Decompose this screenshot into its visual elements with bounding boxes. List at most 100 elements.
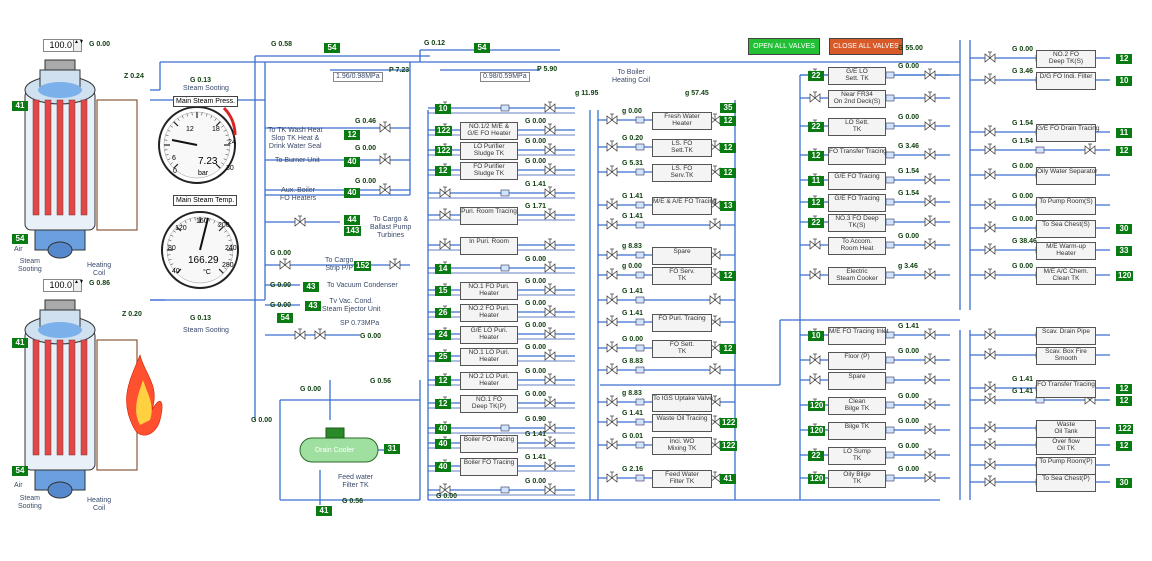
valve-icon[interactable] (984, 393, 996, 405)
col2-tag[interactable]: 12 (720, 143, 736, 153)
valve-icon[interactable] (544, 436, 556, 448)
valve-icon[interactable] (606, 218, 618, 230)
valve-icon[interactable] (984, 73, 996, 85)
valve-icon[interactable] (924, 373, 936, 385)
valve-icon[interactable] (984, 348, 996, 360)
left-user-tag[interactable]: 40 (344, 188, 360, 198)
valve-icon[interactable] (544, 327, 556, 339)
valve-icon[interactable] (544, 421, 556, 433)
steam-tag-54b[interactable]: 54 (474, 43, 490, 53)
valve-icon[interactable] (924, 398, 936, 410)
valve-icon[interactable] (439, 483, 451, 495)
valve-icon[interactable] (809, 238, 821, 250)
valve-icon[interactable] (544, 483, 556, 495)
valve-icon[interactable] (606, 198, 618, 210)
valve-icon[interactable] (544, 238, 556, 250)
valve-icon[interactable] (924, 353, 936, 365)
valve-icon[interactable] (439, 238, 451, 250)
valve-icon[interactable] (279, 258, 291, 270)
valve-icon[interactable] (924, 238, 936, 250)
valve-icon[interactable] (924, 448, 936, 460)
col4-tag[interactable]: 33 (1116, 246, 1132, 256)
valve-icon[interactable] (606, 363, 618, 375)
valve-icon[interactable] (984, 125, 996, 137)
col3-tag[interactable]: 12 (808, 151, 824, 161)
valve-icon[interactable] (984, 475, 996, 487)
left-user-tag[interactable]: 43 (303, 282, 319, 292)
col1-tag[interactable]: 12 (435, 399, 451, 409)
col1-tag[interactable]: 122 (435, 146, 453, 156)
valve-icon[interactable] (924, 119, 936, 131)
valve-icon[interactable] (439, 186, 451, 198)
col3-tag[interactable]: 120 (808, 401, 826, 411)
valve-icon[interactable] (924, 195, 936, 207)
valve-icon[interactable] (984, 458, 996, 470)
col1-tag[interactable]: 26 (435, 308, 451, 318)
valve-icon[interactable] (606, 165, 618, 177)
valve-icon[interactable] (606, 113, 618, 125)
col1-tag[interactable]: 24 (435, 330, 451, 340)
valve-icon[interactable] (924, 423, 936, 435)
valve-icon[interactable] (984, 143, 996, 155)
valve-icon[interactable] (544, 101, 556, 113)
col2-tag[interactable]: 12 (720, 116, 736, 126)
valve-icon[interactable] (439, 208, 451, 220)
col4-tag[interactable]: 122 (1116, 424, 1134, 434)
valve-icon[interactable] (924, 328, 936, 340)
valve-icon[interactable] (544, 373, 556, 385)
left-user-tag[interactable]: 44 (344, 215, 360, 225)
left-user-tag[interactable]: 43 (305, 301, 321, 311)
col2-tag[interactable]: 41 (720, 474, 736, 484)
valve-icon[interactable] (924, 173, 936, 185)
boiler1-tag-left[interactable]: 41 (12, 101, 28, 111)
col4-tag[interactable]: 12 (1116, 396, 1132, 406)
valve-icon[interactable] (984, 243, 996, 255)
valve-icon[interactable] (606, 268, 618, 280)
col4-tag[interactable]: 12 (1116, 441, 1132, 451)
valve-icon[interactable] (924, 68, 936, 80)
valve-icon[interactable] (544, 349, 556, 361)
valve-icon[interactable] (294, 215, 306, 227)
valve-icon[interactable] (809, 91, 821, 103)
boiler2-spinner[interactable]: ▲▼ (73, 279, 84, 292)
valve-icon[interactable] (984, 421, 996, 433)
drain-cooler-tag-bot[interactable]: 41 (316, 506, 332, 516)
col4-tag[interactable]: 12 (1116, 146, 1132, 156)
valve-icon[interactable] (389, 258, 401, 270)
steam-tag-35[interactable]: 35 (720, 103, 736, 113)
col1-tag[interactable]: 12 (435, 376, 451, 386)
valve-icon[interactable] (379, 153, 391, 165)
col2-tag[interactable]: 12 (720, 271, 736, 281)
valve-icon[interactable] (709, 363, 721, 375)
col1-tag[interactable]: 14 (435, 264, 451, 274)
valve-icon[interactable] (606, 395, 618, 407)
valve-icon[interactable] (544, 283, 556, 295)
valve-icon[interactable] (606, 140, 618, 152)
close-all-valves-button[interactable]: CLOSE ALL VALVES (829, 38, 903, 55)
valve-icon[interactable] (294, 328, 306, 340)
valve-icon[interactable] (984, 328, 996, 340)
boiler2-tag-left[interactable]: 41 (12, 338, 28, 348)
col3-tag[interactable]: 22 (808, 122, 824, 132)
boiler1-spinner[interactable]: ▲▼ (73, 39, 84, 52)
col3-tag[interactable]: 120 (808, 474, 826, 484)
valve-icon[interactable] (544, 396, 556, 408)
open-all-valves-button[interactable]: OPEN ALL VALVES (748, 38, 820, 55)
valve-icon[interactable] (984, 381, 996, 393)
col2-tag[interactable]: 12 (720, 344, 736, 354)
col1-tag[interactable]: 12 (435, 166, 451, 176)
valve-icon[interactable] (984, 268, 996, 280)
valve-icon[interactable] (924, 91, 936, 103)
col2-tag[interactable]: 12 (720, 168, 736, 178)
col1-tag[interactable]: 40 (435, 439, 451, 449)
col1-tag[interactable]: 122 (435, 126, 453, 136)
valve-icon[interactable] (544, 305, 556, 317)
left-user-tag[interactable]: 152 (354, 261, 372, 271)
valve-icon[interactable] (544, 208, 556, 220)
valve-icon[interactable] (984, 438, 996, 450)
col3-tag[interactable]: 120 (808, 426, 826, 436)
col3-tag[interactable]: 10 (808, 331, 824, 341)
boiler2-tag-bottom[interactable]: 54 (12, 466, 28, 476)
col4-tag[interactable]: 30 (1116, 224, 1132, 234)
valve-icon[interactable] (984, 51, 996, 63)
